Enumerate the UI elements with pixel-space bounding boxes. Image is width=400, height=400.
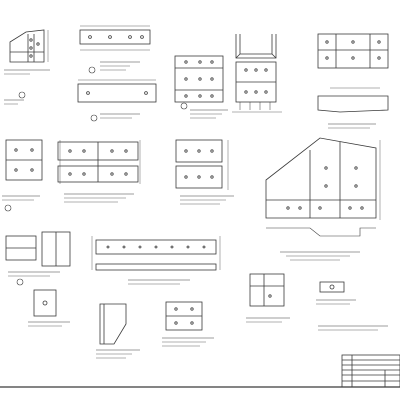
view-splice-plate-left (57, 141, 139, 203)
view-section-bracket (5, 231, 71, 286)
title-block (341, 354, 400, 388)
view-clip-angle (96, 303, 140, 359)
view-seat-angle (246, 273, 290, 323)
view-splice-plate-center (175, 139, 234, 205)
view-flat-bar-detail-bottom (77, 79, 157, 122)
view-bent-plate-plan (317, 33, 389, 129)
general-notes (318, 325, 388, 331)
view-bent-plate-elevation (174, 55, 228, 119)
dimension-lines (59, 140, 381, 270)
view-washer-detail (316, 281, 356, 305)
view-long-strip (95, 239, 217, 285)
view-small-plate-bottom (162, 301, 214, 347)
view-large-gusset-right (265, 137, 377, 261)
view-channel-end-view (232, 34, 282, 113)
view-flat-bar-detail-top (79, 25, 151, 74)
view-small-bracket (28, 289, 70, 327)
view-tie-plate-right (2, 139, 43, 212)
view-gusset-plate-detail (4, 29, 50, 105)
